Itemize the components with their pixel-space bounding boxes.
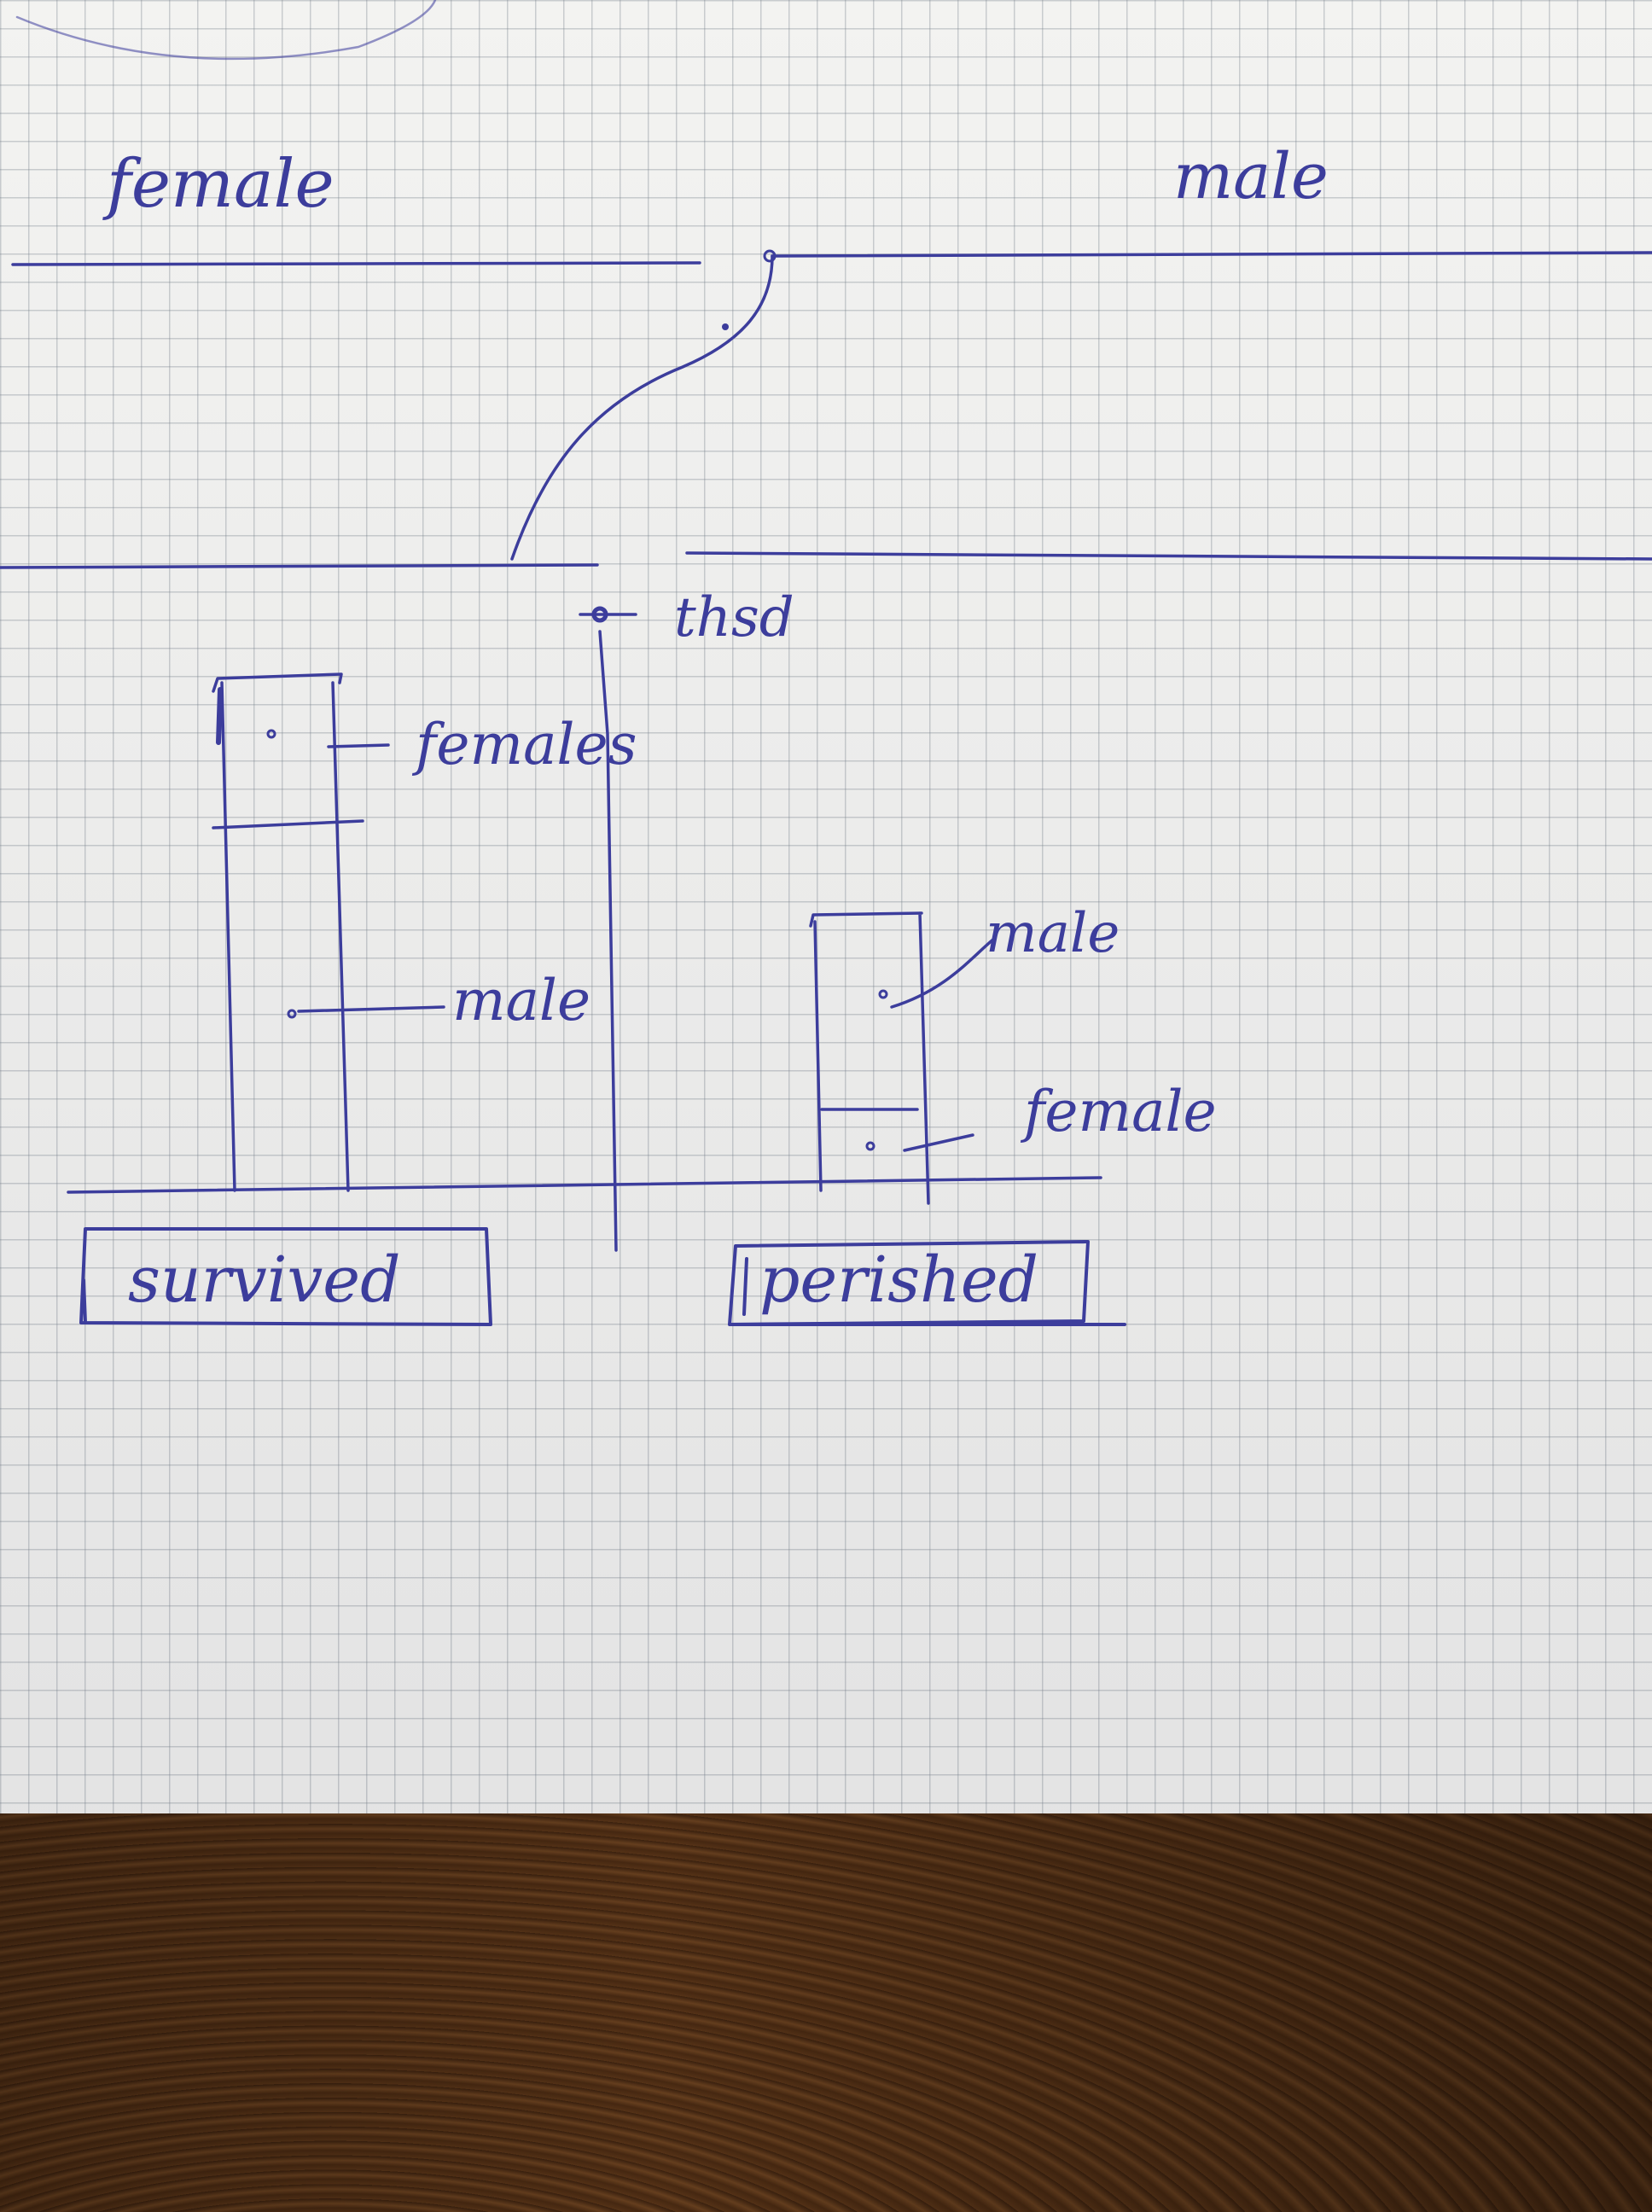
perished-female-dot <box>865 1141 875 1151</box>
label-perished-box: perished <box>759 1243 1038 1317</box>
survived-label-box <box>79 1227 492 1326</box>
male-upper-line <box>771 251 1652 258</box>
survived-bar-left-mark <box>216 687 223 745</box>
survived-bar-outline <box>212 672 350 1192</box>
graph-paper-sheet <box>0 0 1652 1813</box>
female-upper-line <box>11 261 701 266</box>
perished-male-dot <box>878 989 888 999</box>
survived-female-leader <box>327 743 390 748</box>
perished-male-leader <box>890 937 996 1009</box>
label-female-top: female <box>102 146 334 223</box>
perished-box-left-bar <box>742 1257 748 1316</box>
survived-male-dot <box>287 1009 297 1019</box>
survived-female-dot <box>266 729 276 739</box>
label-survived-male: male <box>452 968 590 1033</box>
curve-mid-dot <box>722 323 729 330</box>
wooden-table-surface <box>0 1813 1652 2212</box>
perished-female-leader <box>903 1133 974 1152</box>
perished-label-box <box>728 1240 1126 1326</box>
label-male-top: male <box>1173 140 1329 213</box>
threshold-dot <box>591 606 608 623</box>
survived-male-leader <box>297 1005 445 1013</box>
paper-shading <box>0 0 1652 1813</box>
partial-circle-stroke <box>15 0 437 61</box>
label-survived-female: females <box>411 712 637 777</box>
label-threshold: thsd <box>674 586 794 649</box>
sigmoid-curve <box>510 254 774 561</box>
wood-shading <box>0 1813 1652 2212</box>
female-lower-line <box>0 563 599 569</box>
survived-bar-divider <box>212 819 364 830</box>
label-perished-female: female <box>1020 1079 1217 1144</box>
chart-baseline <box>67 1176 1102 1194</box>
label-perished-male: male <box>986 902 1120 965</box>
curve-endpoint-dot <box>763 249 777 263</box>
threshold-vertical-line <box>598 630 618 1252</box>
male-lower-line <box>685 551 1652 561</box>
label-survived-box: survived <box>128 1243 400 1317</box>
perished-bar-outline <box>809 911 930 1205</box>
